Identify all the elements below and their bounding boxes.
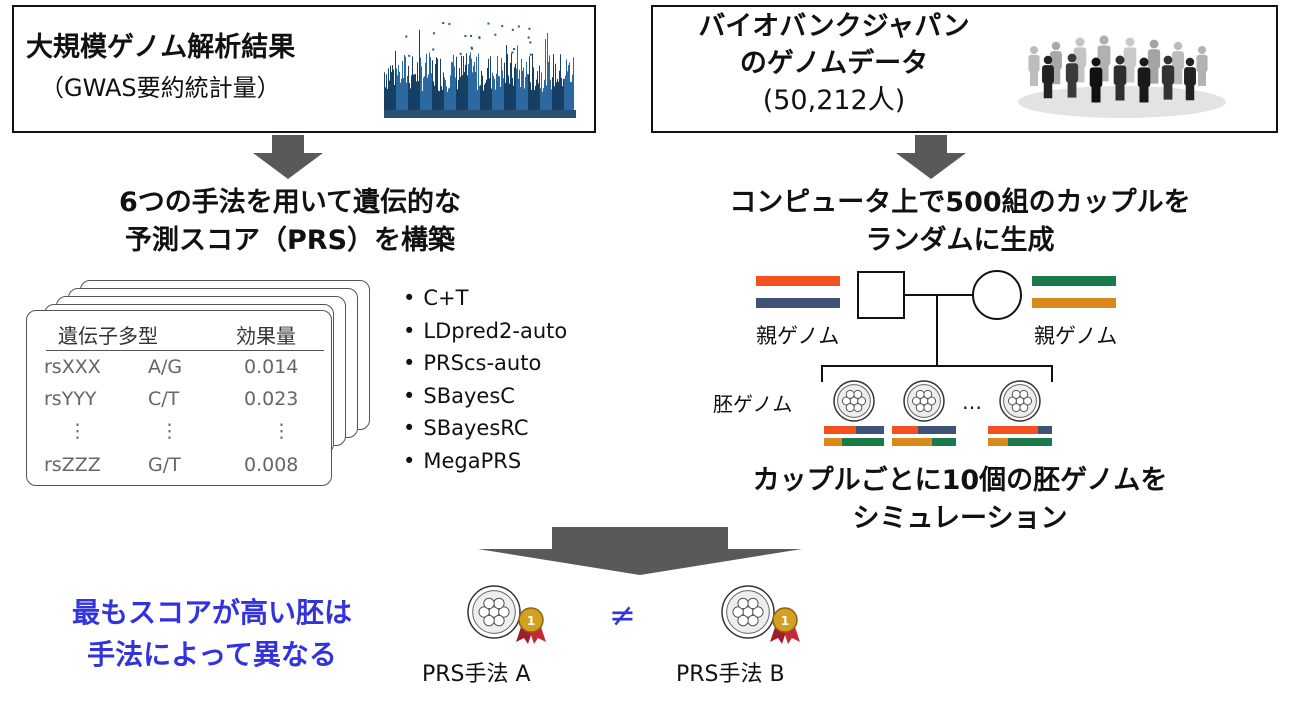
table-cell: ⋮ [68, 420, 87, 442]
pedigree-diagram [756, 270, 1116, 446]
table-cell: 0.008 [244, 454, 299, 476]
table-cell: C/T [148, 388, 180, 410]
table-cell: A/G [148, 356, 183, 378]
table-header-effect: 効果量 [236, 324, 296, 348]
table-divider [46, 350, 324, 351]
arrow-merge-down-icon [478, 527, 802, 575]
couple-gen-line1: コンピュータ上で500組のカップルを [729, 187, 1191, 218]
method-item: SBayesRC [403, 412, 567, 445]
conclusion-line1: 最もスコアが高い胚は [71, 596, 352, 629]
prs-build-line2: 予測スコア（PRS）を構築 [124, 225, 456, 256]
embryo-ellipsis: … [962, 390, 982, 414]
not-equal-symbol: ≠ [609, 596, 636, 634]
prs-method-a-label: PRS手法 A [422, 662, 531, 687]
gwas-subtitle: （GWAS要約統計量） [40, 74, 281, 102]
table-cell: 0.014 [244, 356, 299, 378]
parent-right-bar-2 [1032, 298, 1116, 308]
father-square-icon [857, 271, 905, 319]
parent-left-bar-1 [756, 276, 840, 286]
parent-right-bar-1 [1032, 276, 1116, 286]
table-cell: 0.023 [244, 388, 299, 410]
prs-method-b-label: PRS手法 B [676, 662, 785, 687]
biobank-line1: バイオバンクジャパン [698, 11, 970, 42]
method-list: C+T LDpred2-auto PRScs-auto SBayesC SBay… [403, 282, 567, 477]
embryo-sim-line2: シミュレーション [852, 503, 1068, 534]
biobank-text: バイオバンクジャパン のゲノムデータ (50,212人) [664, 8, 1004, 119]
conclusion-line2: 手法によって異なる [87, 638, 337, 671]
embryo-sim-line1: カップルごとに10個の胚ゲノムを [752, 465, 1168, 496]
parent-genome-label-left: 親ゲノム [756, 324, 840, 348]
people-crowd-icon [1018, 35, 1226, 118]
svg-text:1: 1 [527, 614, 535, 628]
method-item: C+T [403, 282, 567, 315]
parent-left-bar-2 [756, 298, 840, 308]
prs-build-text: 6つの手法を用いて遺伝的な 予測スコア（PRS）を構築 [0, 184, 580, 260]
table-cell: rsXXX [44, 356, 101, 378]
parent-genome-label-right: 親ゲノム [1034, 324, 1118, 348]
couple-gen-text: コンピュータ上で500組のカップルを ランダムに生成 [640, 184, 1280, 260]
embryo-genome-label: 胚ゲノム [713, 392, 793, 416]
embryo-medal-b-icon: 1 [721, 585, 800, 644]
couple-gen-line2: ランダムに生成 [865, 225, 1055, 256]
method-item: LDpred2-auto [403, 315, 567, 348]
gwas-title: 大規模ゲノム解析結果 [26, 32, 296, 63]
manhattan-plot-icon [384, 22, 576, 118]
table-cell: G/T [148, 454, 181, 476]
gwas-box [12, 5, 596, 133]
method-item: MegaPRS [403, 445, 567, 478]
method-item: PRScs-auto [403, 347, 567, 380]
table-cell: ⋮ [272, 420, 291, 442]
table-header-snp: 遺伝子多型 [58, 324, 158, 348]
conclusion-text: 最もスコアが高い胚は 手法によって異なる [62, 592, 362, 676]
method-item: SBayesC [403, 380, 567, 413]
biobank-count: (50,212人) [762, 85, 906, 116]
table-cell: rsYYY [44, 388, 97, 410]
mother-circle-icon [972, 270, 1022, 320]
table-card-front [26, 310, 332, 486]
table-cell: rsZZZ [44, 454, 101, 476]
svg-text:1: 1 [781, 614, 789, 628]
embryo-medal-a-icon: 1 [467, 585, 546, 644]
embryo-sim-text: カップルごとに10個の胚ゲノムを シミュレーション [640, 462, 1280, 538]
arrow-down-right-icon [896, 135, 966, 179]
table-cell: ⋮ [160, 420, 179, 442]
prs-build-line1: 6つの手法を用いて遺伝的な [119, 187, 461, 218]
arrow-down-left-icon [253, 135, 323, 179]
biobank-line2: のゲノムデータ [739, 48, 929, 79]
